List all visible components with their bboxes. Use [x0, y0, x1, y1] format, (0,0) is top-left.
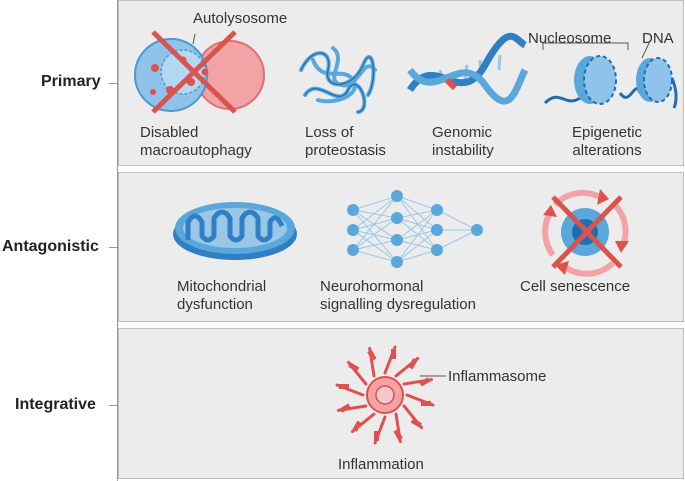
row-tick-primary	[109, 83, 117, 84]
inflammasome-label: Inflammasome	[448, 368, 547, 385]
autolysosome-icon	[134, 30, 265, 114]
caption-line: Neurohormonal	[320, 278, 424, 295]
row-label-primary: Primary	[41, 73, 101, 90]
caption-line: Disabled	[140, 124, 199, 141]
caption-disabled-macroautophagy: Disabled macroautophagy	[140, 124, 252, 160]
caption-line: Loss of	[305, 124, 354, 141]
caption-inflammation: Inflammation	[338, 456, 424, 473]
caption-line: Mitochondrial	[177, 278, 267, 295]
caption-epigenetic-alterations: Epigenetic alterations	[572, 124, 642, 160]
cell-senescence-icon	[542, 189, 629, 277]
caption-cell-senescence: Cell senescence	[520, 278, 630, 296]
nucleosome-icon	[542, 40, 678, 109]
caption-line: macroautophagy	[140, 142, 252, 159]
row-label-antagonistic: Antagonistic	[2, 238, 99, 255]
dna-helix-icon	[407, 32, 529, 105]
row-label-integrative: Integrative	[15, 396, 96, 413]
caption-line: dysfunction	[177, 296, 253, 313]
caption-line: Cell senescence	[520, 278, 631, 295]
caption-line: signalling dysregulation	[320, 296, 476, 313]
caption-line: Genomic	[432, 124, 493, 141]
neural-network-icon	[347, 190, 483, 268]
caption-line: Epigenetic	[572, 124, 643, 141]
caption-line: instability	[432, 142, 494, 159]
caption-mitochondrial-dysfunction: Mitochondrial dysfunction	[177, 278, 266, 314]
caption-genomic-instability: Genomic instability	[432, 124, 494, 160]
autolysosome-label: Autolysosome	[193, 10, 288, 27]
mitochondrion-icon	[173, 202, 297, 260]
caption-neurohormonal-signalling: Neurohormonal signalling dysregulation	[320, 278, 476, 314]
protein-aggregate-icon	[299, 46, 377, 114]
inflammasome-icon	[335, 345, 446, 445]
caption-line: alterations	[572, 142, 642, 159]
row-tick-integrative	[109, 405, 117, 406]
axis-line	[117, 0, 118, 481]
dna-label: DNA	[642, 30, 674, 47]
row-tick-antagonistic	[109, 247, 117, 248]
caption-line: proteostasis	[305, 142, 386, 159]
caption-loss-of-proteostasis: Loss of proteostasis	[305, 124, 386, 160]
panel-integrative	[118, 328, 684, 479]
